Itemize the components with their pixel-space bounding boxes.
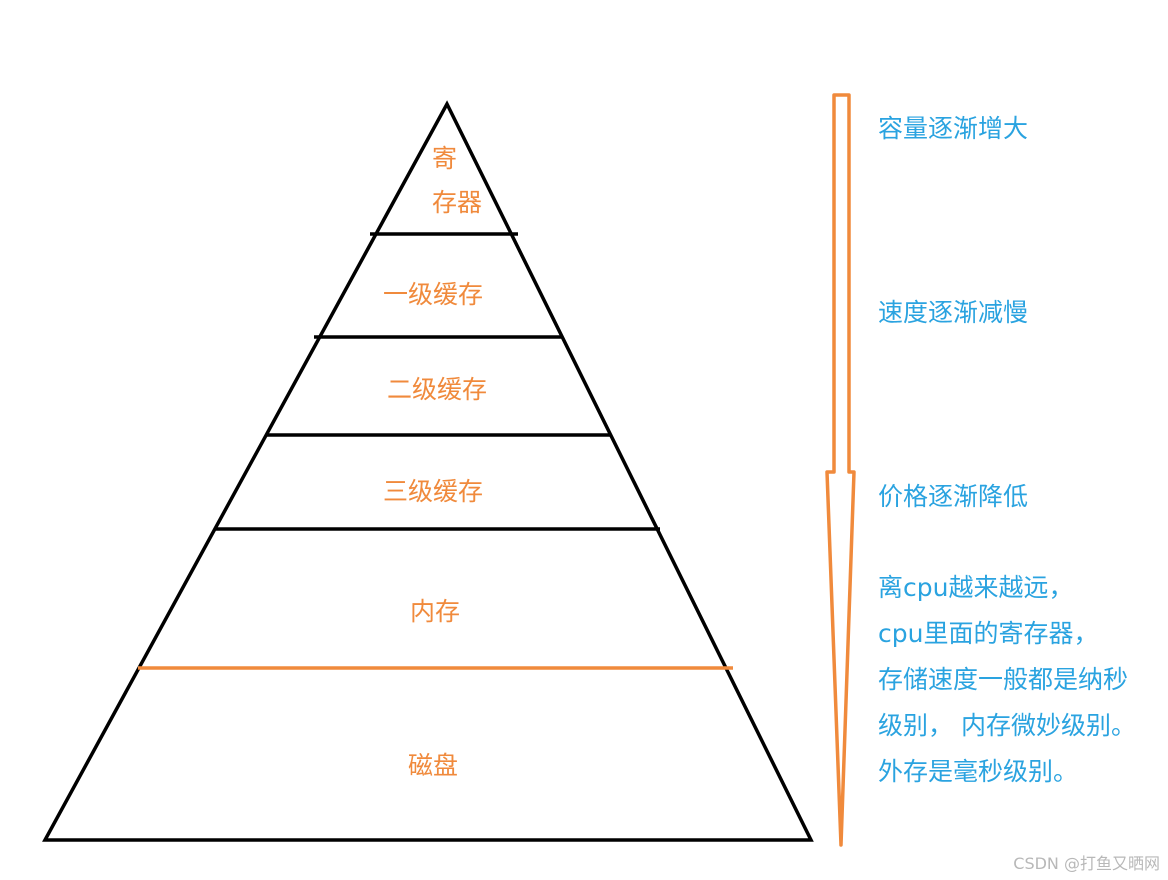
layer-label-register-line2: 存器 xyxy=(432,188,483,217)
price-trend-label: 价格逐渐降低 xyxy=(878,482,1029,511)
layer-label-disk: 磁盘 xyxy=(408,751,459,780)
note-line: 离cpu越来越远， xyxy=(878,573,1074,602)
layer-label-memory: 内存 xyxy=(410,597,461,626)
notes-block: 离cpu越来越远， cpu里面的寄存器， 存储速度一般都是纳秒 级别， 内存微妙… xyxy=(878,575,1136,805)
layer-label-register-line1: 寄 xyxy=(432,144,458,173)
watermark: CSDN @打鱼又晒网 xyxy=(1013,854,1160,873)
layer-label-l2-cache: 二级缓存 xyxy=(387,375,488,404)
capacity-trend-label: 容量逐渐增大 xyxy=(878,114,1029,143)
note-line: cpu里面的寄存器， xyxy=(878,619,1099,648)
layer-label-l1-cache: 一级缓存 xyxy=(383,280,484,309)
downward-arrow xyxy=(825,93,856,847)
note-line: 级别， 内存微妙级别。 xyxy=(878,711,1136,740)
note-line: 存储速度一般都是纳秒 xyxy=(878,665,1129,694)
speed-trend-label: 速度逐渐减慢 xyxy=(878,298,1029,327)
pyramid-outline xyxy=(42,100,814,842)
note-line: 外存是毫秒级别。 xyxy=(878,757,1079,786)
layer-label-l3-cache: 三级缓存 xyxy=(383,477,484,506)
